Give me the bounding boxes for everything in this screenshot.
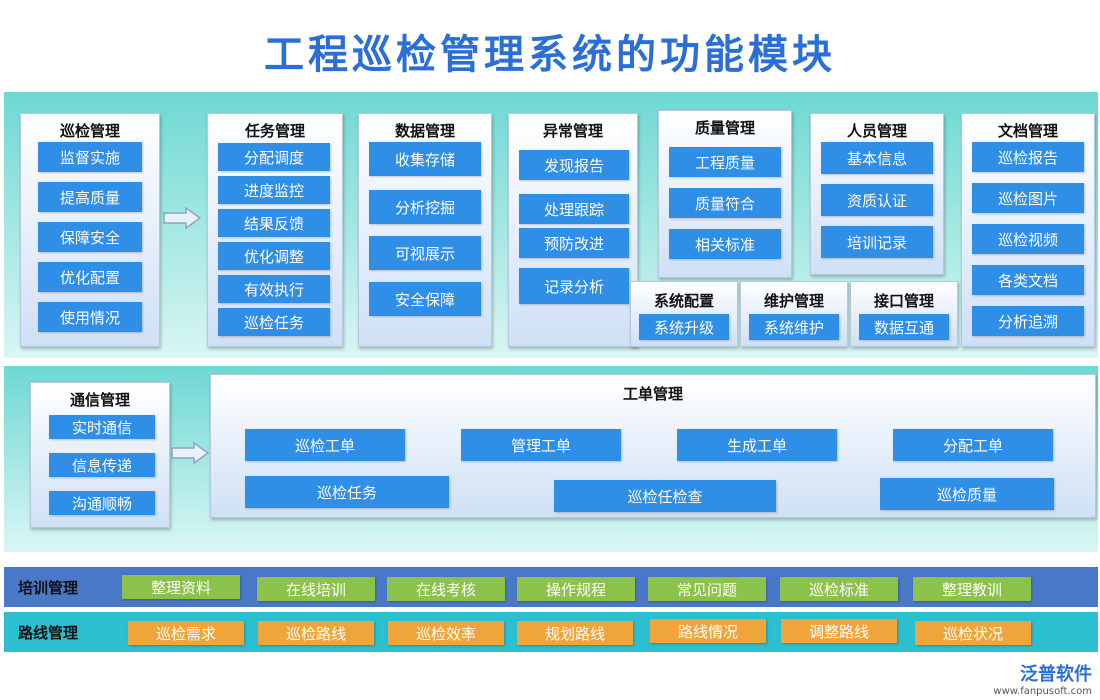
training-item[interactable]: 巡检标准 [780, 577, 898, 601]
right-arrow-icon [171, 441, 210, 465]
module-title: 巡检管理 [59, 122, 120, 140]
module-item[interactable]: 优化调整 [218, 242, 330, 270]
workorder-item[interactable]: 巡检质量 [880, 478, 1054, 510]
module-item[interactable]: 监督实施 [38, 142, 142, 172]
module-item[interactable]: 发现报告 [519, 150, 629, 180]
workorder-item[interactable]: 生成工单 [677, 429, 837, 461]
module-task[interactable]: 任务管理 分配调度 进度监控 结果反馈 优化调整 有效执行 巡检任务 [207, 113, 343, 347]
module-interface[interactable]: 接口管理 数据互通 [850, 281, 958, 347]
training-label: 培训管理 [18, 578, 79, 597]
workorder-item[interactable]: 巡检任检查 [554, 480, 776, 512]
module-item[interactable]: 进度监控 [218, 176, 330, 204]
module-item[interactable]: 有效执行 [218, 275, 330, 303]
training-item[interactable]: 在线考核 [387, 577, 505, 601]
route-label: 路线管理 [18, 623, 79, 642]
module-item[interactable]: 各类文档 [972, 265, 1084, 295]
module-title: 异常管理 [542, 122, 603, 140]
module-item[interactable]: 保障安全 [38, 222, 142, 252]
module-item[interactable]: 培训记录 [821, 226, 933, 258]
module-item[interactable]: 工程质量 [669, 147, 781, 177]
workorder-item[interactable]: 管理工单 [461, 429, 621, 461]
route-item[interactable]: 巡检效率 [388, 621, 504, 645]
module-item[interactable]: 处理跟踪 [519, 194, 629, 224]
module-item[interactable]: 相关标准 [669, 229, 781, 259]
brand-url: www.fanpusoft.com [993, 686, 1092, 697]
module-personnel[interactable]: 人员管理 基本信息 资质认证 培训记录 [810, 113, 944, 275]
module-workorder[interactable]: 工单管理 巡检工单 管理工单 生成工单 分配工单 巡检任务 巡检任检查 巡检质量 [210, 374, 1096, 518]
route-item[interactable]: 巡检需求 [128, 621, 244, 645]
route-item[interactable]: 巡检路线 [258, 621, 374, 645]
module-item[interactable]: 信息传递 [49, 453, 155, 477]
module-document[interactable]: 文档管理 巡检报告 巡检图片 巡检视频 各类文档 分析追溯 [961, 113, 1095, 347]
module-exception[interactable]: 异常管理 发现报告 处理跟踪 预防改进 记录分析 [508, 113, 638, 347]
route-item[interactable]: 规划路线 [517, 621, 633, 645]
workorder-item[interactable]: 巡检工单 [245, 429, 405, 461]
module-maintenance[interactable]: 维护管理 系统维护 [740, 281, 848, 347]
module-item[interactable]: 系统维护 [749, 314, 839, 340]
workorder-item[interactable]: 巡检任务 [245, 476, 449, 508]
module-item[interactable]: 巡检视频 [972, 224, 1084, 254]
route-item[interactable]: 调整路线 [781, 619, 897, 643]
module-item[interactable]: 质量符合 [669, 188, 781, 218]
module-item[interactable]: 巡检任务 [218, 308, 330, 336]
module-title: 通信管理 [69, 391, 130, 409]
module-communication[interactable]: 通信管理 实时通信 信息传递 沟通顺畅 [30, 382, 170, 528]
module-item[interactable]: 分析挖掘 [369, 190, 481, 224]
module-title: 数据管理 [394, 122, 455, 140]
training-item[interactable]: 常见问题 [648, 577, 766, 601]
module-item[interactable]: 巡检图片 [972, 183, 1084, 213]
module-system-config[interactable]: 系统配置 系统升级 [630, 281, 738, 347]
module-patrol[interactable]: 巡检管理 监督实施 提高质量 保障安全 优化配置 使用情况 [20, 113, 160, 347]
module-title: 人员管理 [846, 122, 907, 140]
module-title: 接口管理 [873, 292, 934, 310]
training-item[interactable]: 在线培训 [257, 577, 375, 601]
module-item[interactable]: 安全保障 [369, 282, 481, 316]
module-item[interactable]: 收集存储 [369, 142, 481, 176]
module-item[interactable]: 使用情况 [38, 302, 142, 332]
module-item[interactable]: 沟通顺畅 [49, 491, 155, 515]
module-title: 文档管理 [997, 122, 1058, 140]
module-item[interactable]: 系统升级 [639, 314, 729, 340]
module-title: 系统配置 [653, 292, 714, 310]
module-item[interactable]: 资质认证 [821, 184, 933, 216]
page-title: 工程巡检管理系统的功能模块 [264, 32, 836, 78]
module-item[interactable]: 预防改进 [519, 228, 629, 258]
route-item[interactable]: 路线情况 [650, 619, 766, 643]
brand-logo: 泛普软件 www.fanpusoft.com [993, 660, 1092, 697]
module-title: 任务管理 [244, 122, 305, 140]
training-item[interactable]: 操作规程 [517, 577, 635, 601]
module-item[interactable]: 分配调度 [218, 143, 330, 171]
module-item[interactable]: 分析追溯 [972, 306, 1084, 336]
module-item[interactable]: 记录分析 [519, 268, 629, 304]
module-item[interactable]: 结果反馈 [218, 209, 330, 237]
brand-name: 泛普软件 [1020, 664, 1092, 685]
module-item[interactable]: 数据互通 [859, 314, 949, 340]
module-item[interactable]: 提高质量 [38, 182, 142, 212]
route-item[interactable]: 巡检状况 [915, 621, 1031, 645]
module-title: 质量管理 [694, 119, 755, 137]
module-title: 维护管理 [763, 292, 824, 310]
module-quality[interactable]: 质量管理 工程质量 质量符合 相关标准 [658, 110, 792, 278]
module-item[interactable]: 基本信息 [821, 142, 933, 174]
training-item[interactable]: 整理资料 [122, 575, 240, 599]
module-title: 工单管理 [622, 385, 683, 403]
module-item[interactable]: 巡检报告 [972, 142, 1084, 172]
module-data[interactable]: 数据管理 收集存储 分析挖掘 可视展示 安全保障 [358, 113, 492, 347]
workorder-item[interactable]: 分配工单 [893, 429, 1053, 461]
training-item[interactable]: 整理教训 [913, 577, 1031, 601]
right-arrow-icon [163, 206, 202, 230]
module-item[interactable]: 实时通信 [49, 415, 155, 439]
module-item[interactable]: 可视展示 [369, 236, 481, 270]
module-item[interactable]: 优化配置 [38, 262, 142, 292]
